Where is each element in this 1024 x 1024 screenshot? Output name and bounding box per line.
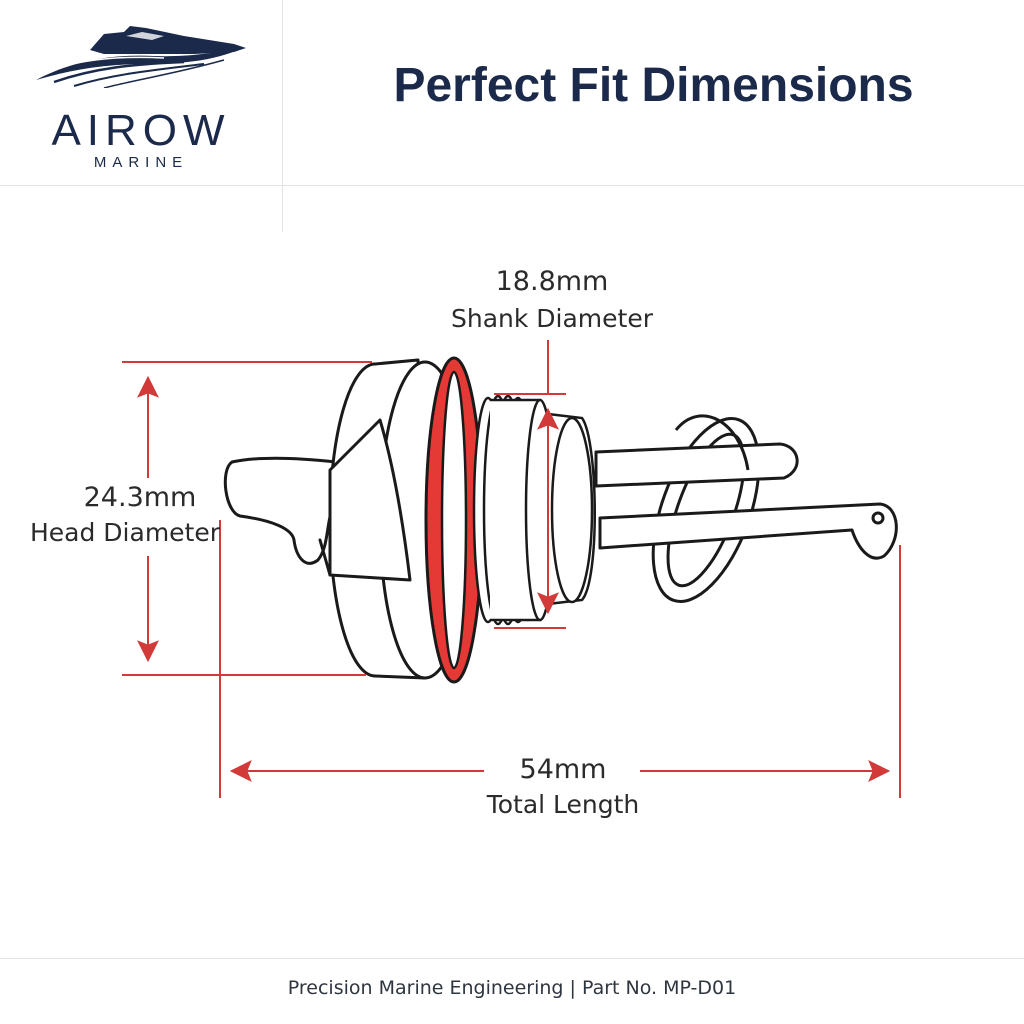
head-diameter-label: Head Diameter (29, 518, 221, 547)
toggle-rod-and-ring (594, 414, 898, 603)
speedboat-waves-icon (36, 26, 246, 88)
page-title: Perfect Fit Dimensions (393, 59, 914, 112)
header-divider (0, 185, 1024, 186)
logo-divider (282, 0, 283, 232)
shank-diameter-value: 18.8mm (495, 266, 609, 297)
footer-divider (0, 958, 1024, 959)
o-ring-inner (440, 370, 468, 670)
brand-subtitle: MARINE (93, 154, 189, 171)
total-length-label: Total Length (486, 790, 640, 819)
dimension-lines (122, 340, 901, 798)
shank-diameter-label: Shank Diameter (450, 304, 653, 333)
footer-text: Precision Marine Engineering | Part No. … (287, 977, 737, 999)
brand-name: AIROW (51, 106, 231, 155)
threaded-shank (472, 394, 596, 626)
total-length-value: 54mm (488, 754, 638, 785)
head-diameter-value: 24.3mm (83, 482, 197, 513)
brand-logo: AIROW MARINE (0, 0, 282, 185)
